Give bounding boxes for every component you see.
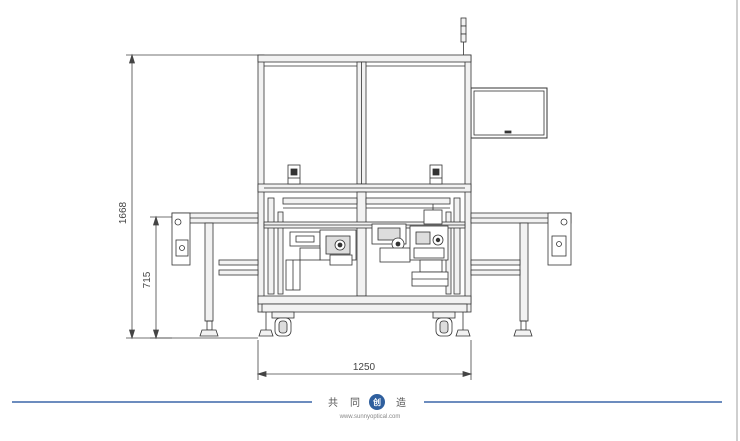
total-height-label: 1668 [118,201,129,224]
footer: 共 同 创 造 www.sunnyoptical.com [12,394,722,420]
caster-right [432,311,456,337]
frame-bottom-beam [257,295,472,305]
frame-left-post [257,54,265,313]
fixture-right [429,164,443,185]
footer-brand-char-2: 同 [350,397,360,409]
conveyor-right [470,212,572,337]
fixture-left [287,164,301,185]
brand-logo-icon [369,394,385,410]
conveyor-left [171,212,259,337]
leveling-feet [258,312,471,337]
monitor [470,87,548,139]
frame-center-post-lower [356,191,367,297]
mechanism-left [285,229,357,291]
footer-brand-char-1: 共 [328,397,338,409]
dimension-frame-width [256,340,473,380]
conveyor-height-label: 715 [142,271,153,288]
dimension-conveyor-height [150,215,172,340]
frame-width-label: 1250 [353,362,376,373]
frame-top-beam [257,54,472,63]
dimension-total-height [126,53,258,340]
mechanism-right [371,204,449,287]
footer-brand-char-4: 造 [396,396,406,409]
signal-tower [460,17,467,55]
frame-right-post [464,54,472,313]
machine [171,17,572,337]
caster-left [271,311,295,337]
footer-brand-logo-char: 创 [372,397,381,407]
footer-website: www.sunnyoptical.com [339,414,401,420]
